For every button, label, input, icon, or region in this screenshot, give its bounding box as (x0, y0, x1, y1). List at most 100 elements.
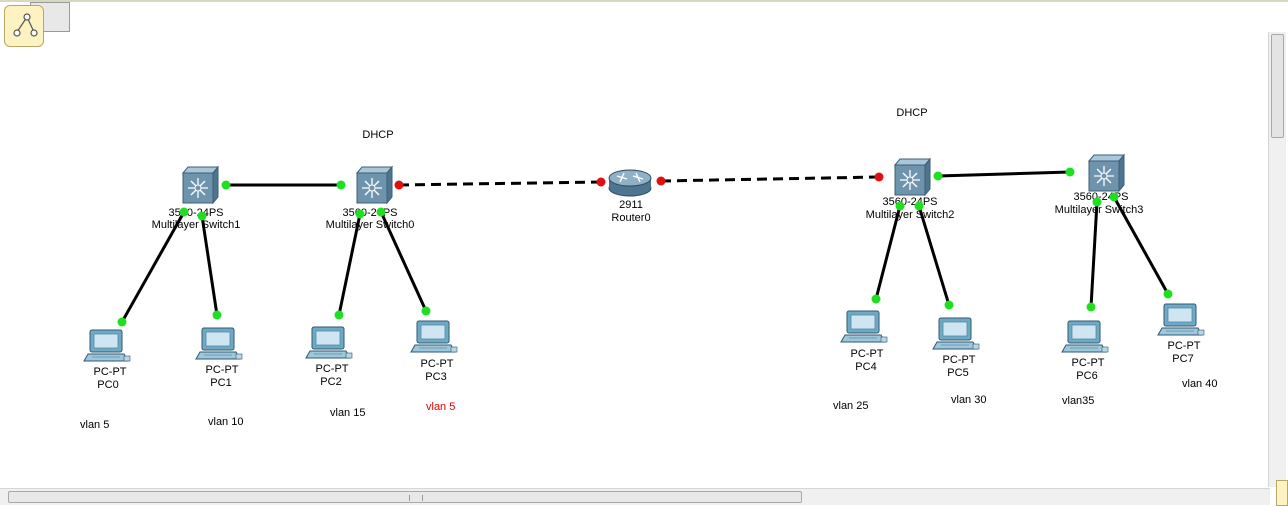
pc-icon (410, 320, 458, 353)
port-light-up (1086, 302, 1096, 312)
link-msw2-msw3[interactable] (937, 170, 1071, 178)
note-dhcp-left[interactable]: DHCP (362, 129, 393, 141)
link-router0-msw2[interactable] (660, 175, 880, 183)
port-light-up (221, 180, 231, 190)
port-light-up (334, 310, 344, 320)
device-pc4[interactable]: PC-PT PC4 (840, 310, 888, 373)
device-model: PC-PT (1072, 357, 1105, 369)
device-name: Multilayer Switch3 (1055, 204, 1144, 216)
device-model: PC-PT (316, 363, 349, 375)
device-name: PC6 (1076, 370, 1097, 382)
link-msw0-pc2[interactable] (337, 213, 362, 316)
vertical-scrollbar[interactable] (1268, 32, 1286, 487)
device-msw3[interactable]: 3560-24PS Multilayer Switch3 (1055, 154, 1144, 216)
logical-topology-icon (13, 13, 38, 37)
link-msw3-pc6[interactable] (1089, 201, 1099, 308)
link-msw1-pc1[interactable] (200, 215, 219, 316)
pc-icon (1061, 320, 1109, 353)
port-light-up (871, 294, 881, 304)
device-pc7[interactable]: PC-PT PC7 (1157, 303, 1205, 365)
device-name: PC4 (855, 361, 876, 373)
link-msw2-pc4[interactable] (874, 205, 902, 300)
device-pc5[interactable]: PC-PT PC5 (932, 317, 980, 379)
resize-corner[interactable] (1276, 480, 1288, 506)
port-light-up (197, 211, 207, 221)
device-pc0[interactable]: PC-PT PC0 (83, 329, 131, 391)
link-msw3-pc7[interactable] (1112, 196, 1170, 295)
device-name: Multilayer Switch2 (866, 209, 955, 221)
port-light-down (874, 172, 884, 182)
network-canvas[interactable]: 3560-24PS Multilayer Switch1 3560-24PS M… (0, 2, 1268, 488)
note-vlan-pc1[interactable]: vlan 10 (208, 416, 243, 428)
device-msw2[interactable]: 3560-24PS Multilayer Switch2 (866, 158, 955, 221)
pc-icon (83, 329, 131, 362)
device-name: PC0 (97, 379, 118, 391)
note-vlan-pc2[interactable]: vlan 15 (330, 407, 365, 419)
device-msw0[interactable]: 3560-24PS Multilayer Switch0 (326, 166, 415, 231)
port-light-up (1163, 289, 1173, 299)
pc-icon (932, 317, 980, 350)
port-light-up (944, 300, 954, 310)
device-name: PC7 (1172, 353, 1193, 365)
port-light-up (355, 209, 365, 219)
device-model: 3560-24PS (882, 196, 937, 208)
port-light-up (1109, 192, 1119, 202)
port-light-down (394, 180, 404, 190)
port-light-up (117, 317, 127, 327)
port-light-down (596, 177, 606, 187)
device-name: PC2 (320, 376, 341, 388)
device-pc6[interactable]: PC-PT PC6 (1061, 320, 1109, 382)
device-model: PC-PT (851, 348, 884, 360)
port-light-up (1092, 197, 1102, 207)
device-model: PC-PT (943, 354, 976, 366)
pc-icon (195, 327, 243, 360)
multilayer-switch-icon (1088, 154, 1125, 192)
device-model: 2911 (619, 199, 643, 211)
device-name: PC5 (947, 367, 968, 379)
device-model: 3560-24PS (168, 207, 223, 219)
pc-icon (840, 310, 888, 343)
device-pc3[interactable]: PC-PT PC3 (410, 320, 458, 383)
note-vlan-pc7[interactable]: vlan 40 (1182, 378, 1217, 390)
note-vlan-pc4[interactable]: vlan 25 (833, 400, 868, 412)
router-icon (608, 169, 652, 197)
device-pc2[interactable]: PC-PT PC2 (305, 326, 353, 388)
device-model: PC-PT (206, 364, 239, 376)
link-msw1-pc0[interactable] (120, 211, 186, 323)
device-router0[interactable]: 2911 Router0 (608, 169, 652, 224)
note-dhcp-right[interactable]: DHCP (896, 107, 927, 119)
note-vlan-pc6[interactable]: vlan35 (1062, 395, 1094, 407)
device-model: 3560-24PS (342, 207, 397, 219)
pc-icon (1157, 303, 1205, 336)
device-msw1[interactable]: 3560-24PS Multilayer Switch1 (152, 166, 241, 231)
device-model: PC-PT (94, 366, 127, 378)
scroll-grip-icon (409, 495, 423, 501)
port-light-up (914, 201, 924, 211)
horizontal-scrollbar[interactable] (0, 488, 1270, 505)
note-vlan-pc0[interactable]: vlan 5 (80, 419, 109, 431)
note-vlan-pc5[interactable]: vlan 30 (951, 394, 986, 406)
device-name: PC1 (210, 377, 231, 389)
port-light-up (376, 207, 386, 217)
horizontal-scroll-thumb[interactable] (8, 491, 802, 503)
device-model: PC-PT (421, 358, 454, 370)
logical-topology-button[interactable] (4, 5, 44, 47)
port-light-up (336, 180, 346, 190)
link-msw0-pc3[interactable] (379, 211, 428, 312)
port-light-up (212, 310, 222, 320)
port-status-lights (117, 167, 1173, 327)
link-msw2-pc5[interactable] (917, 205, 951, 306)
port-light-down (656, 176, 666, 186)
vertical-scroll-thumb[interactable] (1271, 34, 1284, 138)
network-links (120, 170, 1170, 323)
link-msw0-router0[interactable] (398, 180, 602, 187)
port-light-up (895, 201, 905, 211)
device-pc1[interactable]: PC-PT PC1 (195, 327, 243, 389)
port-light-up (421, 306, 431, 316)
port-light-up (933, 171, 943, 181)
device-name: Router0 (611, 212, 650, 224)
device-name: Multilayer Switch1 (152, 219, 241, 231)
note-vlan-pc3[interactable]: vlan 5 (426, 401, 455, 413)
port-light-up (1065, 167, 1075, 177)
